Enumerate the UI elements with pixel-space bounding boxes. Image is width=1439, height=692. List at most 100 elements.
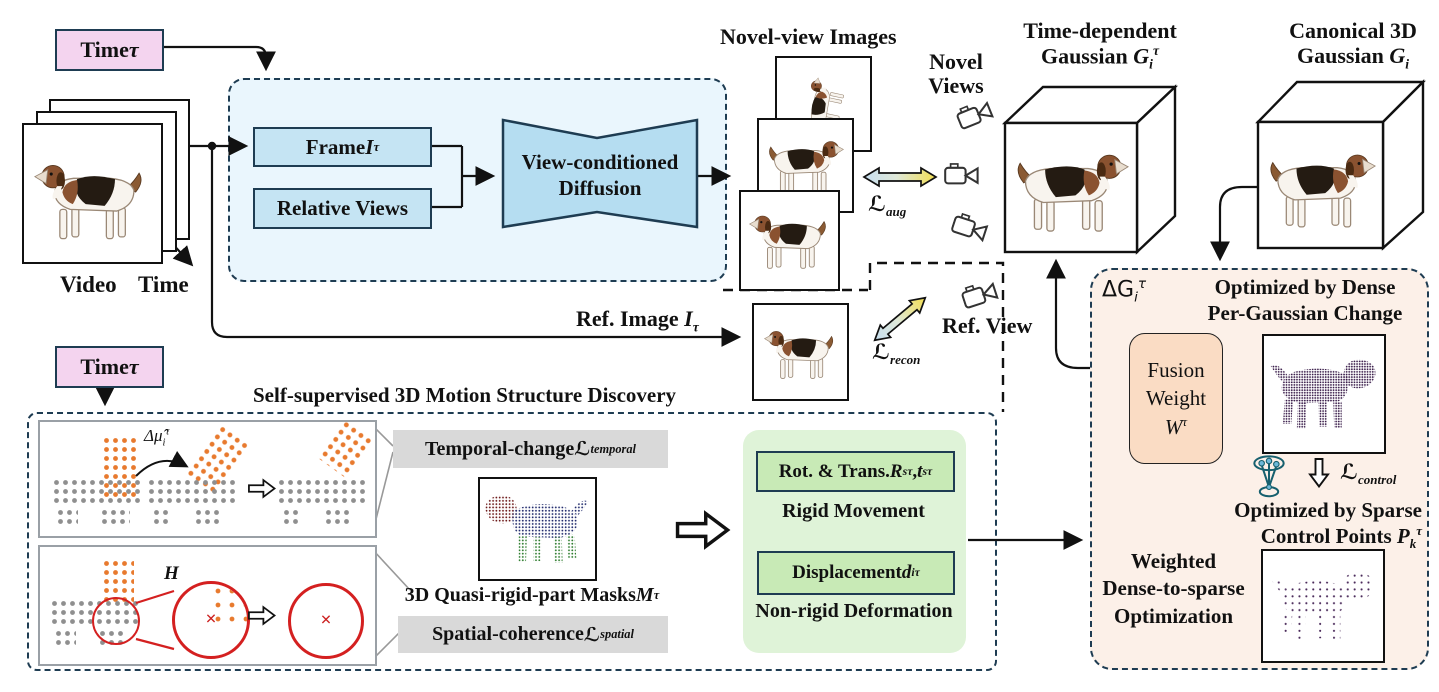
- dots-legs-c2: [324, 508, 352, 525]
- discovery-panel-temporal: Δμ̂iτ: [38, 418, 377, 538]
- center-point-x-2: ✕: [320, 612, 332, 629]
- l-aug-sym: ℒ: [868, 192, 886, 216]
- time1-arrow: [160, 45, 276, 72]
- ref-image-text: Ref. Image: [576, 306, 685, 331]
- l-aug-label: ℒaug: [868, 192, 906, 220]
- h-label: H: [164, 563, 179, 584]
- magnified-circle-2: ✕: [288, 583, 364, 659]
- center-point-x-1: ✕: [205, 611, 217, 628]
- temporal-text: Temporal-change: [425, 437, 575, 460]
- dots-legs-b2: [194, 508, 222, 525]
- video-label: Video: [60, 272, 117, 297]
- displacement-sub: i: [911, 566, 915, 579]
- magnified-circle-1: ✕: [172, 581, 250, 659]
- canonical-to-optimization-arrow: [1210, 185, 1258, 262]
- weighted-line1: Weighted: [1130, 549, 1217, 573]
- fusion-line1: Fusion: [1147, 357, 1205, 382]
- control-points-icon: [1250, 455, 1288, 499]
- l-recon-arrow-icon: [873, 296, 927, 342]
- rot-trans-sub2: s: [922, 464, 928, 478]
- rigid-movement-label: Rigid Movement: [782, 500, 925, 522]
- discovery-title: Self-supervised 3D Motion Structure Disc…: [253, 383, 677, 407]
- canonical-line1: Canonical 3D: [1289, 18, 1417, 43]
- delta-mu-sup: τ: [165, 426, 170, 438]
- dots-body-c: [277, 478, 367, 504]
- novel-dog-1: [749, 209, 829, 271]
- diffusion-title-line2: Diffusion: [558, 176, 642, 200]
- dots-body-a: [52, 478, 144, 504]
- canonical-cube-dog: [1266, 142, 1376, 234]
- time-box-1-label: Time: [80, 37, 129, 62]
- relative-views-box: Relative Views: [253, 188, 432, 229]
- spatial-text: Spatial-coherence: [432, 623, 584, 645]
- rot-trans-sep: ,: [912, 460, 918, 482]
- temporal-sub: temporal: [590, 441, 636, 456]
- novel-views-line1: Novel: [929, 49, 983, 74]
- spatial-sub: spatial: [600, 627, 634, 641]
- sparse-pointcloud-box: [1261, 549, 1385, 663]
- ref-image-arrow: [210, 146, 742, 347]
- video-frame-1: [22, 123, 163, 264]
- l-control-down-arrow: [1309, 458, 1329, 488]
- l-control-label: ℒcontrol: [1340, 460, 1396, 488]
- rot-trans-sym1: R: [889, 460, 903, 482]
- relative-views-text: Relative Views: [276, 196, 409, 220]
- time-box-2-tau: τ: [128, 354, 139, 379]
- dots-body-b: [147, 478, 237, 504]
- masks-text: 3D Quasi-rigid-part Masks: [404, 584, 636, 606]
- dense-title: Optimized by Dense Per-Gaussian Change: [1185, 274, 1425, 327]
- td-gaussian-line2: Gaussian Giτ: [1040, 43, 1160, 73]
- rot-trans-sup2: τ: [927, 464, 933, 478]
- dense-title-line1: Optimized by Dense: [1214, 275, 1396, 299]
- l-recon-sym: ℒ: [872, 340, 890, 364]
- weighted-line2: Dense-to-sparse: [1102, 576, 1245, 601]
- delta-mu-label: Δμ̂iτ: [144, 426, 169, 448]
- weighted-label: Weighted Dense-to-sparse Optimization: [1096, 548, 1251, 630]
- discovery-dashed-panel: [27, 412, 997, 671]
- masks-image-box: [478, 477, 597, 581]
- novel-views-label: Novel Views: [918, 49, 994, 99]
- camera-icon-2: [944, 163, 980, 187]
- dense-pointcloud-box: [1262, 334, 1386, 454]
- dots-legs-b1: [152, 508, 172, 525]
- l-control-sym: ℒ: [1340, 460, 1358, 484]
- ref-view-label: Ref. View: [942, 313, 1033, 338]
- ref-image-sub: τ: [692, 319, 699, 335]
- merge-bracket: [428, 144, 464, 209]
- dots-legs-c1: [282, 508, 302, 525]
- displacement-text: Displacement: [792, 562, 902, 583]
- ref-image-box: [752, 303, 849, 401]
- displacement-sup: τ: [914, 566, 920, 579]
- delta-g-base: ΔG: [1102, 277, 1135, 303]
- fusion-line2: Weight: [1145, 386, 1207, 411]
- temporal-sym: ℒ: [574, 438, 591, 460]
- td-gaussian-title: Time-dependent Gaussian Giτ: [1000, 18, 1200, 73]
- td-cube-dog: [1013, 142, 1129, 238]
- delta-g-sub: i: [1134, 289, 1138, 306]
- diffusion-title: View-conditioned Diffusion: [503, 145, 697, 205]
- delta-g-label: ΔGiτ: [1102, 276, 1146, 306]
- fusion-weight-box: Fusion Weight Wτ: [1129, 333, 1223, 464]
- time-box-1-tau: τ: [128, 37, 139, 62]
- displacement-sym: d: [901, 562, 912, 583]
- canonical-line2: Gaussian Gi: [1296, 43, 1409, 72]
- implies-arrow-2: [248, 605, 276, 626]
- novel-views-line2: Views: [928, 73, 984, 99]
- spatial-sym: ℒ: [583, 623, 601, 646]
- time-axis-label: Time: [138, 272, 189, 297]
- masks-sym: M: [635, 584, 654, 606]
- l-aug-arrow-icon: [862, 165, 938, 189]
- diffusion-bowtie-shape: [501, 118, 699, 229]
- diffusion-title-line1: View-conditioned: [521, 149, 679, 174]
- frame-box-text: Frame: [305, 134, 366, 159]
- frame-box-sym: I: [365, 134, 374, 159]
- magnified-circle-1-orange-region: [211, 584, 247, 626]
- rot-trans-text: Rot. & Trans.: [778, 460, 890, 482]
- weighted-line3: Optimization: [1114, 603, 1233, 628]
- sparse-title-line1: Optimized by Sparse: [1234, 498, 1422, 522]
- rot-trans-sym2: t: [917, 460, 923, 482]
